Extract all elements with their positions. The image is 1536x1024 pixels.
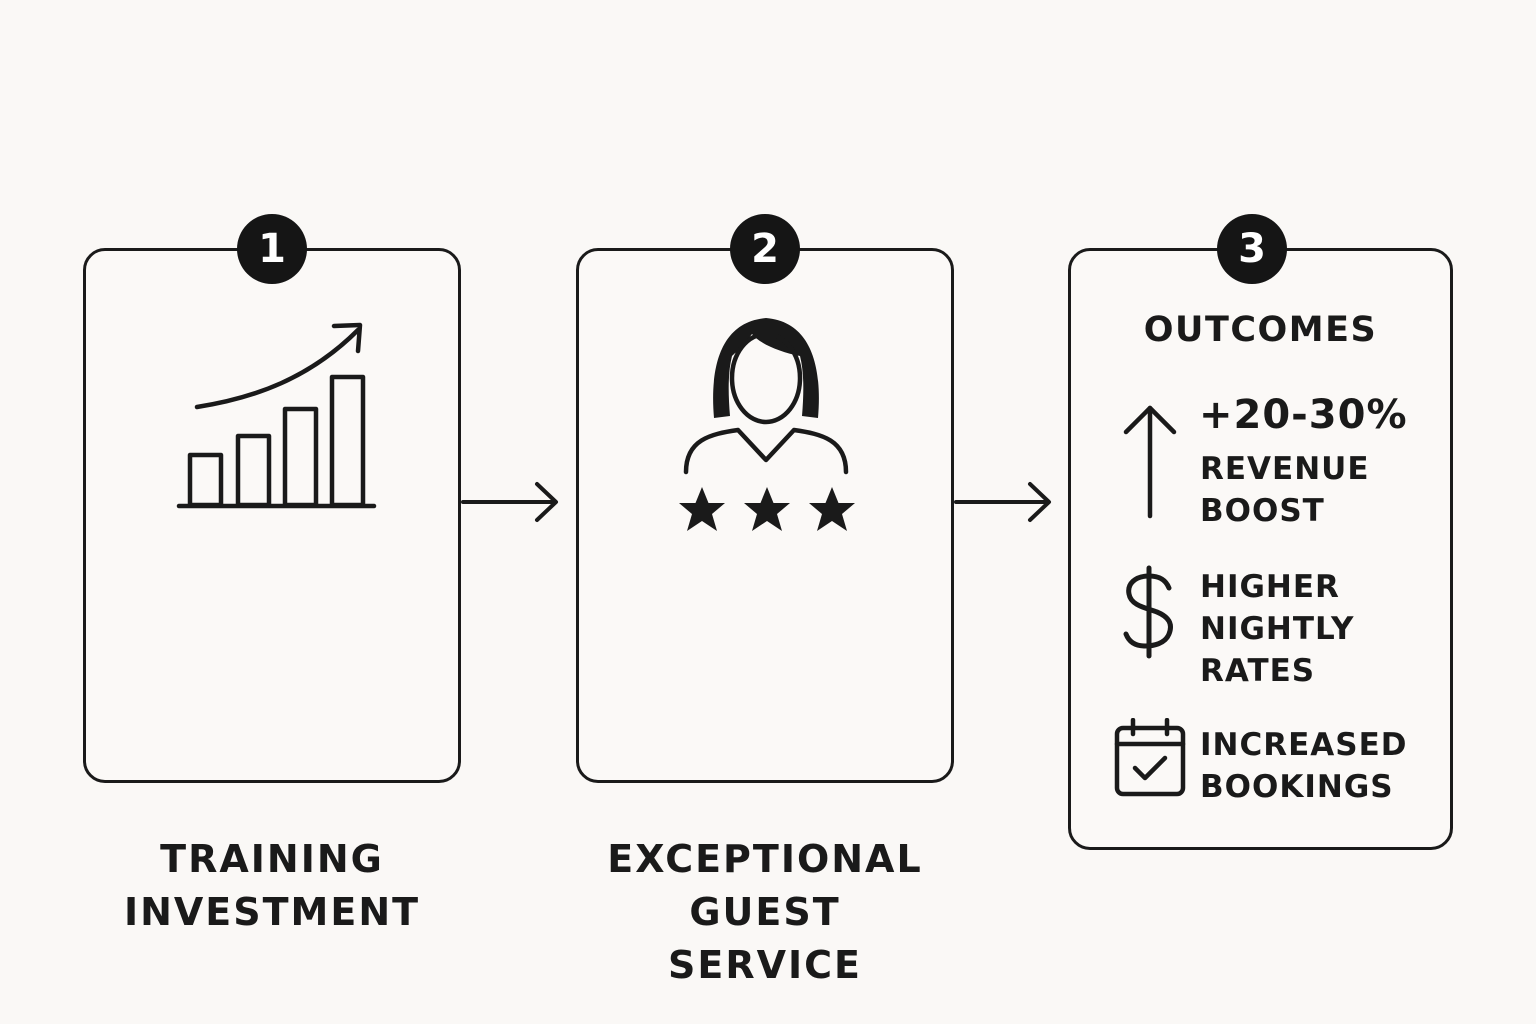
step-number-badge-1: 1 — [237, 214, 307, 284]
step-title-service: EXCEPTIONAL GUEST SERVICE — [607, 837, 923, 987]
person-icon — [683, 318, 849, 475]
dollar-icon — [1123, 565, 1173, 659]
outcomes-heading: OUTCOMES — [1143, 310, 1378, 350]
revenue-boost-value: +20-30% — [1199, 392, 1408, 438]
rating-stars-icon — [679, 487, 855, 531]
step-card-training: TRAINING INVESTMENT — [83, 248, 461, 934]
nightly-rates-label: HIGHER NIGHTLY RATES — [1200, 569, 1355, 689]
calendar-check-icon — [1114, 718, 1186, 797]
revenue-boost-label: REVENUE BOOST — [1200, 451, 1370, 529]
step-card-outcomes — [1068, 248, 1453, 850]
flow-arrow-1 — [461, 482, 558, 522]
step-title-training: TRAINING INVESTMENT — [123, 837, 421, 934]
growth-chart-icon — [176, 322, 377, 509]
step-number-badge-2: 2 — [730, 214, 800, 284]
step-number-badge-3: 3 — [1217, 214, 1287, 284]
up-arrow-icon — [1123, 405, 1177, 519]
increased-bookings-label: INCREASED BOOKINGS — [1200, 727, 1408, 805]
flow-arrow-2 — [954, 482, 1051, 522]
